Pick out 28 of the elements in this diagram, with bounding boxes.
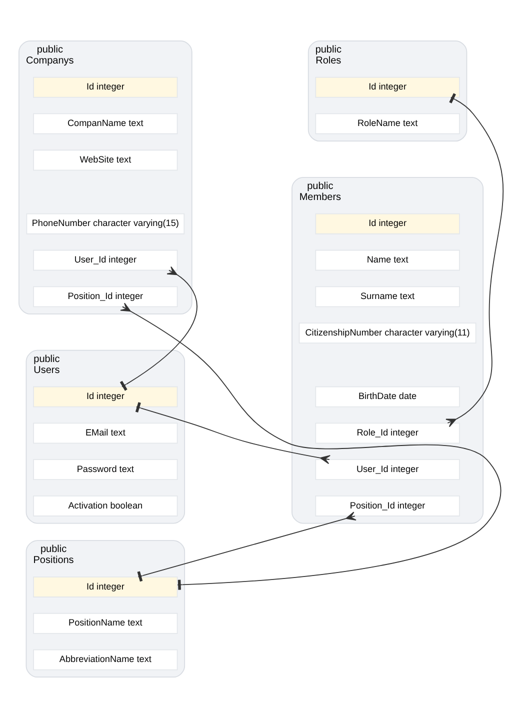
node-box: Surname text [315, 286, 460, 308]
node-box: Activation boolean [33, 496, 178, 516]
node-box: AbbreviationName text [33, 649, 178, 670]
connector [137, 512, 356, 582]
connector [446, 93, 504, 428]
node-box: Id integer [33, 386, 178, 408]
connector [135, 402, 331, 464]
node-box: Password text [33, 459, 178, 480]
node-box: Position_Id integer [315, 496, 460, 516]
node-box: Id integer [315, 213, 460, 234]
node-box: Name text [315, 250, 460, 271]
node-box: WebSite text [33, 150, 178, 171]
node-box: RoleName text [315, 113, 460, 134]
node-box: BirthDate date [315, 386, 460, 408]
node-box: Position_Id integer [33, 286, 178, 308]
node-box: CitizenshipNumber character varying(11) [298, 322, 476, 344]
connector [120, 266, 198, 391]
node-box: User_Id integer [315, 459, 460, 480]
connector [120, 302, 502, 590]
node-box: Id integer [33, 576, 178, 598]
node-box: PhoneNumber character varying(15) [26, 213, 185, 234]
node-box: PositionName text [33, 612, 178, 634]
node-box: Id integer [315, 76, 460, 98]
node-box: CompanName text [33, 113, 178, 134]
node-box: Id integer [33, 76, 178, 98]
node-box: EMail text [33, 422, 178, 444]
node-box: User_Id integer [33, 250, 178, 271]
node-box: Role_Id integer [315, 422, 460, 444]
